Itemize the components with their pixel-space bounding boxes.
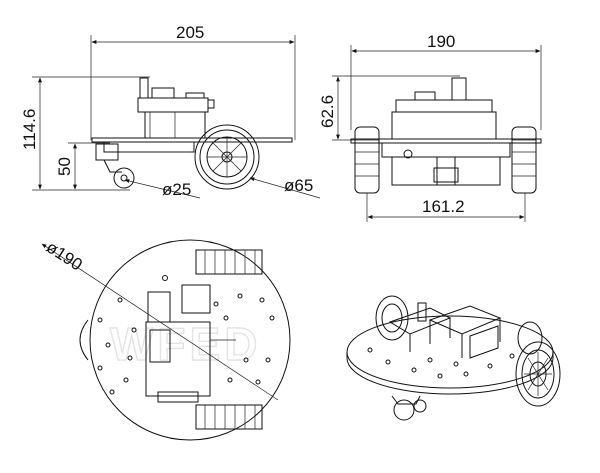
dim-height-62-6: 62.6 bbox=[318, 95, 337, 128]
dim-height-114-6: 114.6 bbox=[20, 109, 39, 150]
side-view: 205 114.6 50 bbox=[20, 23, 321, 199]
dim-wheel-diameter: ø65 bbox=[284, 176, 313, 195]
dim-width-190: 190 bbox=[427, 32, 455, 51]
dim-length-205: 205 bbox=[176, 23, 204, 42]
dim-caster-diameter: ø25 bbox=[162, 180, 191, 199]
isometric-view bbox=[346, 295, 561, 421]
watermark-text: WFED bbox=[110, 318, 261, 370]
dim-track-161-2: 161.2 bbox=[422, 197, 465, 216]
dim-height-50: 50 bbox=[55, 157, 74, 176]
front-view: 190 62.6 161.2 bbox=[318, 32, 542, 222]
